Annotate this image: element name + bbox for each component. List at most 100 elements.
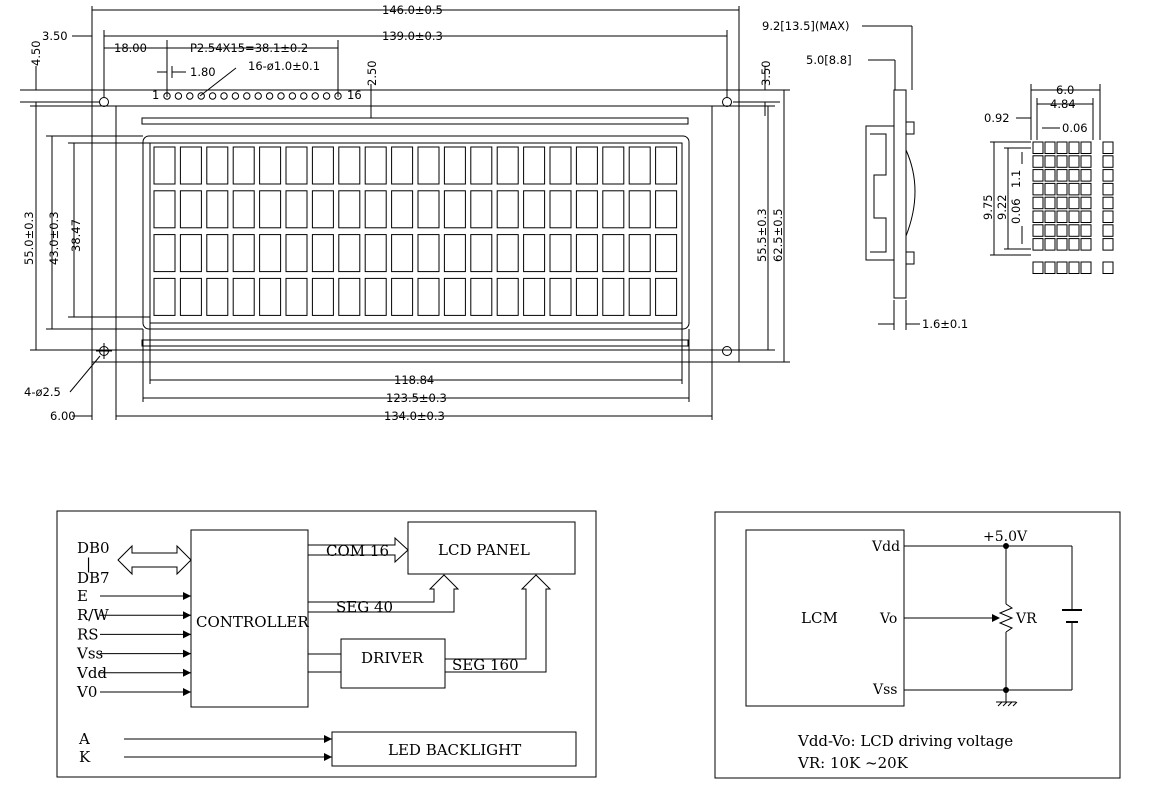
char-cell: [364, 277, 387, 316]
char-cell: [153, 190, 176, 229]
char-cell: [628, 190, 651, 229]
pin-first-label: 1: [152, 88, 159, 102]
char-cell: [179, 190, 202, 229]
bottom-dimension-lines: [69, 323, 713, 420]
char-cell: [391, 234, 414, 273]
controller-label: CONTROLLER: [196, 613, 309, 631]
char-cell: [311, 146, 334, 185]
char-cell: [179, 146, 202, 185]
dot: [1056, 169, 1068, 182]
input-arrow: [183, 668, 191, 677]
pin-hole: [197, 92, 205, 100]
char-cell: [391, 190, 414, 229]
backlight-input-label: K: [79, 748, 91, 766]
dot: [1068, 196, 1080, 210]
pin-last-label: 16: [347, 88, 362, 102]
dot: [1080, 210, 1092, 223]
char-cell: [602, 234, 625, 273]
top-dimension-lines: [20, 6, 780, 118]
dot: [1056, 182, 1068, 196]
char-cell: [523, 234, 546, 273]
dot: [1056, 210, 1068, 223]
dim-thickness: 9.2[13.5](MAX): [762, 19, 850, 33]
char-cell: [417, 190, 440, 229]
dot: [1032, 261, 1044, 274]
pin-hole: [243, 92, 251, 100]
dot: [1044, 169, 1056, 182]
pin-hole: [254, 92, 262, 100]
char-cell: [232, 146, 255, 185]
input-arrow: [183, 688, 191, 696]
char-dimension-lines: [990, 84, 1101, 256]
char-cell: [628, 277, 651, 316]
driver-label: DRIVER: [361, 649, 424, 667]
dot: [1056, 155, 1068, 168]
dot: [1056, 238, 1068, 251]
note-driving-voltage: Vdd-Vo: LCD driving voltage: [797, 732, 1013, 750]
dim-dot-gap-v: 0.06: [1009, 198, 1023, 224]
char-cell: [549, 234, 572, 273]
char-cell: [285, 234, 308, 273]
dim-dot-area-h: 9.22: [995, 194, 1009, 220]
dim-pin-holes: 16-ø1.0±0.1: [248, 59, 320, 73]
pin-hole: [186, 92, 194, 100]
char-cell: [443, 190, 466, 229]
char-cell: [311, 234, 334, 273]
char-cell: [628, 146, 651, 185]
input-label: RS: [77, 625, 99, 643]
dim-module-depth: 5.0[8.8]: [806, 53, 852, 67]
dot: [1068, 155, 1080, 168]
char-cell: [259, 234, 282, 273]
char-cell: [232, 234, 255, 273]
bus-top-label: DB0: [77, 539, 110, 557]
char-cell: [523, 146, 546, 185]
dim-mount-holes: 4-ø2.5: [24, 385, 61, 399]
dim-active-area-w: 118.84: [394, 373, 434, 387]
char-cell: [153, 277, 176, 316]
char-cell: [364, 146, 387, 185]
dot: [1032, 196, 1044, 210]
dot: [1056, 196, 1068, 210]
char-cell: [338, 146, 361, 185]
char-cell: [443, 234, 466, 273]
input-label: R/W: [77, 606, 109, 624]
char-cell: [206, 277, 229, 316]
char-cell: [575, 190, 598, 229]
backlight-arrow: [324, 735, 332, 743]
char-cell: [338, 234, 361, 273]
char-cell: [391, 146, 414, 185]
dot: [1102, 261, 1114, 274]
char-cell: [523, 190, 546, 229]
char-cell: [549, 190, 572, 229]
dot: [1080, 261, 1092, 274]
pin-hole: [208, 92, 217, 100]
dot: [1068, 224, 1080, 237]
dot: [1102, 169, 1114, 182]
backlight-input-lines: AK: [78, 730, 332, 766]
vr-label: VR: [1015, 611, 1037, 627]
dot: [1080, 196, 1092, 210]
dim-left-margin: 6.00: [50, 409, 76, 423]
input-label: Vss: [76, 645, 103, 663]
dot: [1102, 224, 1114, 237]
character-dot-detail: [1032, 141, 1114, 274]
char-cell: [496, 234, 519, 273]
char-cell: [285, 146, 308, 185]
bus-sep-label: |: [86, 555, 91, 573]
char-cell: [338, 190, 361, 229]
supply-label: +5.0V: [983, 529, 1028, 545]
dim-bezel-w: 134.0±0.3: [384, 409, 445, 423]
dot: [1032, 141, 1044, 154]
char-cell: [496, 277, 519, 316]
dot: [1056, 261, 1068, 274]
dim-char-w: 6.0: [1056, 83, 1074, 97]
dot: [1080, 141, 1092, 154]
dim-dot-area-w: 4.84: [1050, 97, 1076, 111]
dot: [1044, 261, 1056, 274]
char-cell: [285, 190, 308, 229]
dot: [1044, 155, 1056, 168]
com-label: COM 16: [326, 542, 389, 560]
module-outline: [91, 89, 740, 363]
dot: [1044, 182, 1056, 196]
